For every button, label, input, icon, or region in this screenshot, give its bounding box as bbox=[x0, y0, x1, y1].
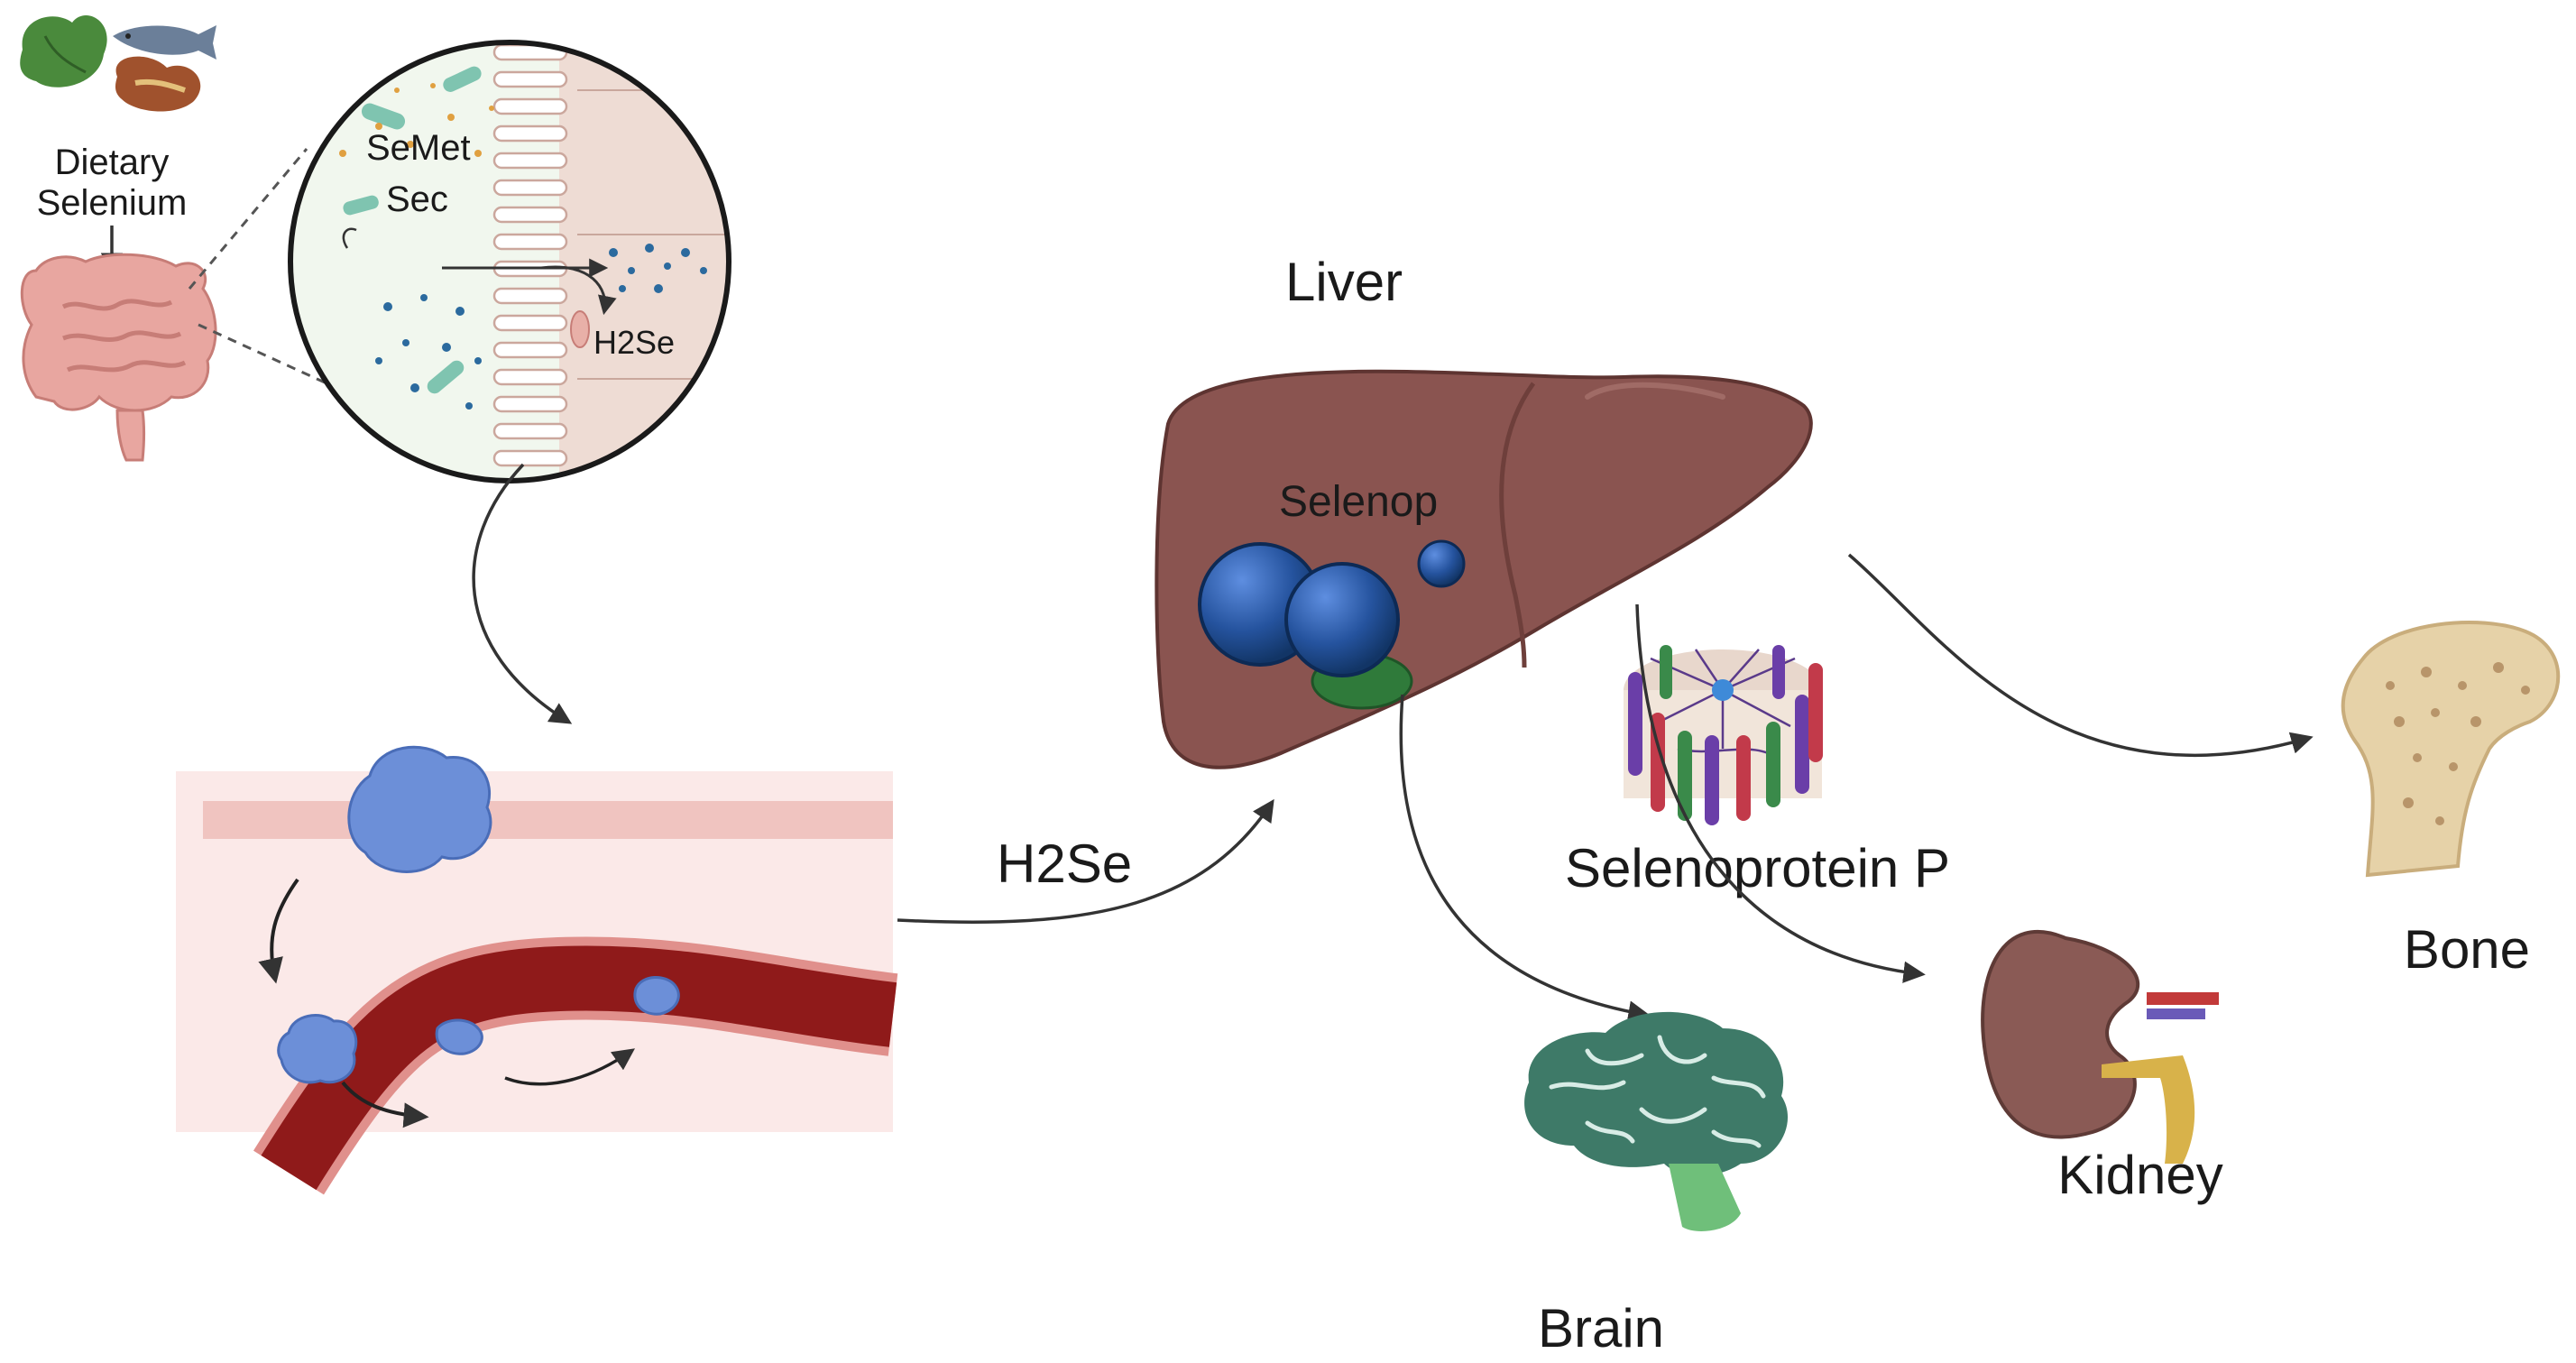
h2se-to-liver-arrow bbox=[897, 798, 1274, 924]
brain-label: Brain bbox=[1538, 1298, 1664, 1358]
selenoprotein-p-label: Selenoprotein P bbox=[1565, 838, 1950, 898]
liver-to-kidney-arrow bbox=[1635, 603, 1926, 983]
intestine-icon bbox=[20, 253, 217, 462]
semet-label: SeMet bbox=[366, 128, 471, 168]
kidney-icon bbox=[1981, 930, 2219, 1164]
sec-label: Sec bbox=[386, 180, 448, 219]
food-icon bbox=[20, 15, 216, 112]
h2se-arrow-label: H2Se bbox=[997, 833, 1132, 894]
selenop-label: Selenop bbox=[1279, 478, 1438, 526]
bone-label: Bone bbox=[2404, 919, 2530, 980]
h2se-inset-label: H2Se bbox=[593, 324, 675, 361]
bone-icon bbox=[2341, 621, 2561, 878]
dietary-label-line1: Dietary bbox=[55, 143, 170, 182]
zoom-line-top bbox=[188, 148, 308, 290]
dietary-label-line2: Selenium bbox=[37, 183, 188, 223]
brain-icon bbox=[1524, 1011, 1789, 1231]
liver-to-brain-arrow bbox=[1399, 694, 1651, 1023]
zoom-line-bottom bbox=[198, 323, 357, 399]
liver-to-bone-arrow bbox=[1847, 553, 2314, 758]
bloodstream-panel bbox=[176, 745, 898, 1195]
liver-label: Liver bbox=[1285, 252, 1403, 312]
intestinal-lumen-inset bbox=[288, 40, 731, 483]
inset-to-tissue-arrow bbox=[472, 463, 573, 724]
kidney-label: Kidney bbox=[2057, 1145, 2222, 1205]
selenop-spheres bbox=[1198, 539, 1466, 677]
